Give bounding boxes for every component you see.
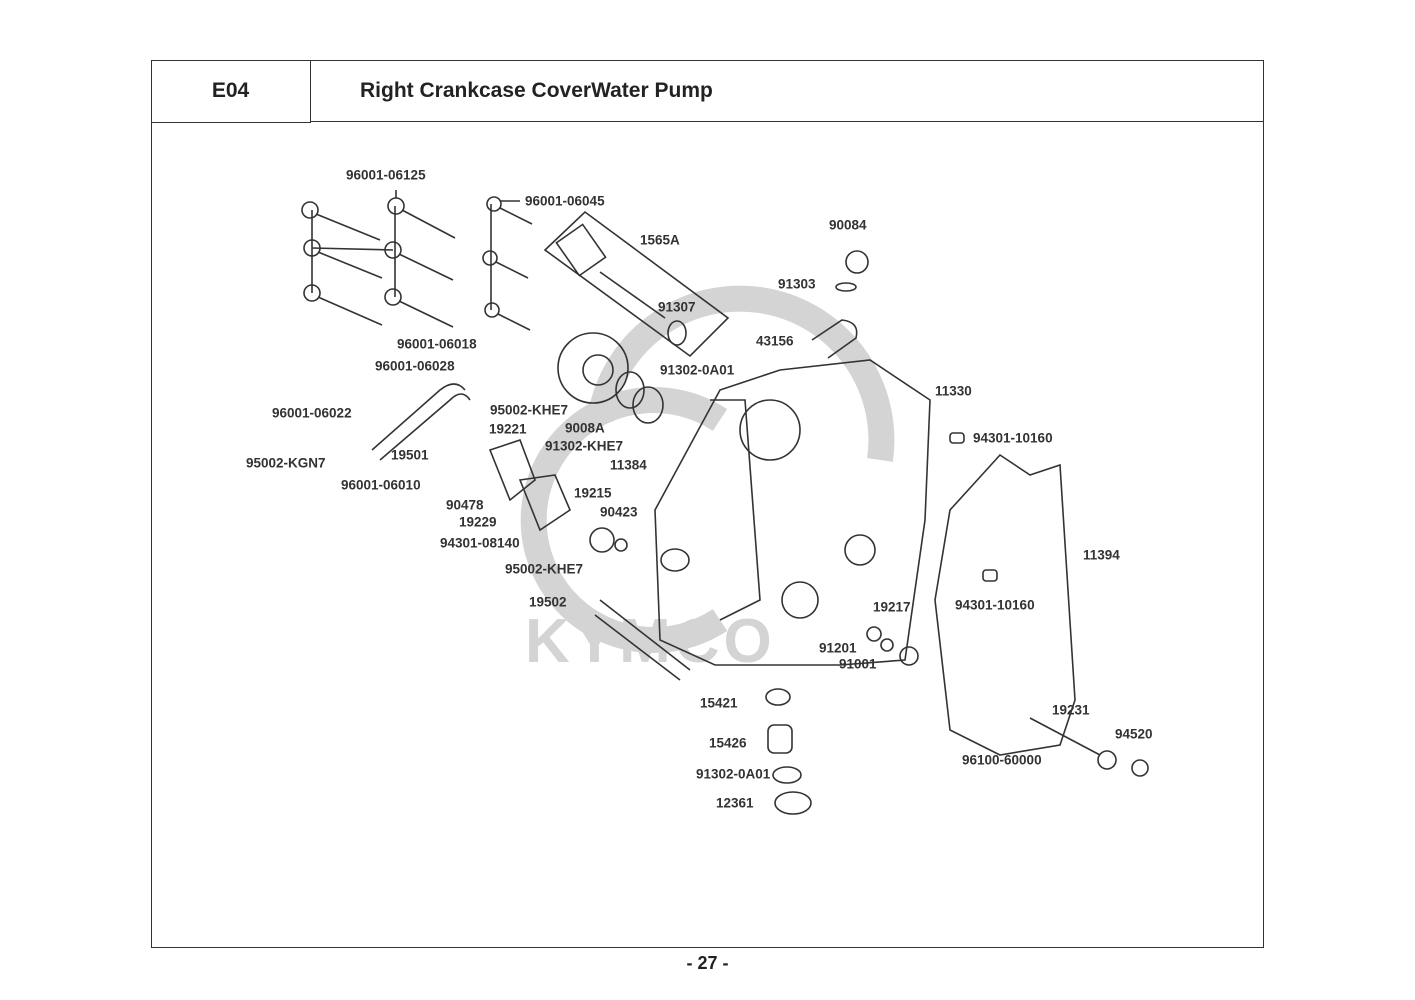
gasket-outline <box>934 453 1076 756</box>
part-number-label: 11394 <box>1083 547 1120 563</box>
part-number-label: 43156 <box>756 333 794 349</box>
part-number-label: 95002-KGN7 <box>246 455 326 471</box>
part-number-label: 1565A <box>640 232 680 248</box>
part-number-label: 90084 <box>829 217 867 233</box>
section-title: Right Crankcase CoverWater Pump <box>310 60 1263 122</box>
part-number-label: 90478 <box>446 497 484 513</box>
parts-drawing <box>301 190 1149 815</box>
kymco-watermark <box>520 285 895 653</box>
part-number-label: 12361 <box>716 795 754 811</box>
part-number-label: 19501 <box>391 447 429 463</box>
part-number-label: 96001-06010 <box>341 477 421 493</box>
part-number-label: 94301-08140 <box>440 535 520 551</box>
part-number-label: 11384 <box>610 457 647 473</box>
section-code: E04 <box>151 60 311 123</box>
part-number-label: 96001-06028 <box>375 358 455 374</box>
part-number-label: 19215 <box>574 485 612 501</box>
diagram-frame <box>151 60 1264 948</box>
page-number: - 27 - <box>686 953 729 973</box>
part-number-label: 91001 <box>839 656 877 672</box>
part-number-label: 91303 <box>778 276 816 292</box>
dipstick-box <box>543 210 730 358</box>
part-number-label: 91302-0A01 <box>660 362 735 378</box>
bolts-96001-06045 <box>482 196 533 331</box>
part-number-label: 95002-KHE7 <box>490 402 569 418</box>
part-number-label: 15421 <box>700 695 738 711</box>
part-number-label: 19502 <box>529 594 567 610</box>
part-number-label: 19217 <box>873 599 911 615</box>
part-number-label: 19231 <box>1052 702 1090 718</box>
part-number-label: 15426 <box>709 735 747 751</box>
part-number-label: 96001-06045 <box>525 193 605 209</box>
part-number-label: 94520 <box>1115 726 1153 742</box>
part-number-label: 19229 <box>459 514 497 530</box>
part-number-label: 96001-06125 <box>346 167 426 183</box>
part-number-label: 19221 <box>489 421 527 437</box>
part-number-label: 96001-06018 <box>397 336 477 352</box>
part-number-label: 11330 <box>935 383 972 399</box>
part-number-label: 9008A <box>565 420 605 436</box>
bolts-96001-06125 <box>301 190 456 328</box>
part-number-label: 94301-10160 <box>955 597 1035 613</box>
part-number-label: 90423 <box>600 504 638 520</box>
part-number-label: 95002-KHE7 <box>505 561 584 577</box>
part-number-label: 94301-10160 <box>973 430 1053 446</box>
crankcase-cover-outline <box>654 359 931 666</box>
part-number-label: 96001-06022 <box>272 405 352 421</box>
part-number-label: 91302-0A01 <box>696 766 771 782</box>
part-number-label: 91201 <box>819 640 857 656</box>
part-number-label: 91302-KHE7 <box>545 438 624 454</box>
part-number-label: 91307 <box>658 299 696 315</box>
part-number-label: 96100-60000 <box>962 752 1042 768</box>
